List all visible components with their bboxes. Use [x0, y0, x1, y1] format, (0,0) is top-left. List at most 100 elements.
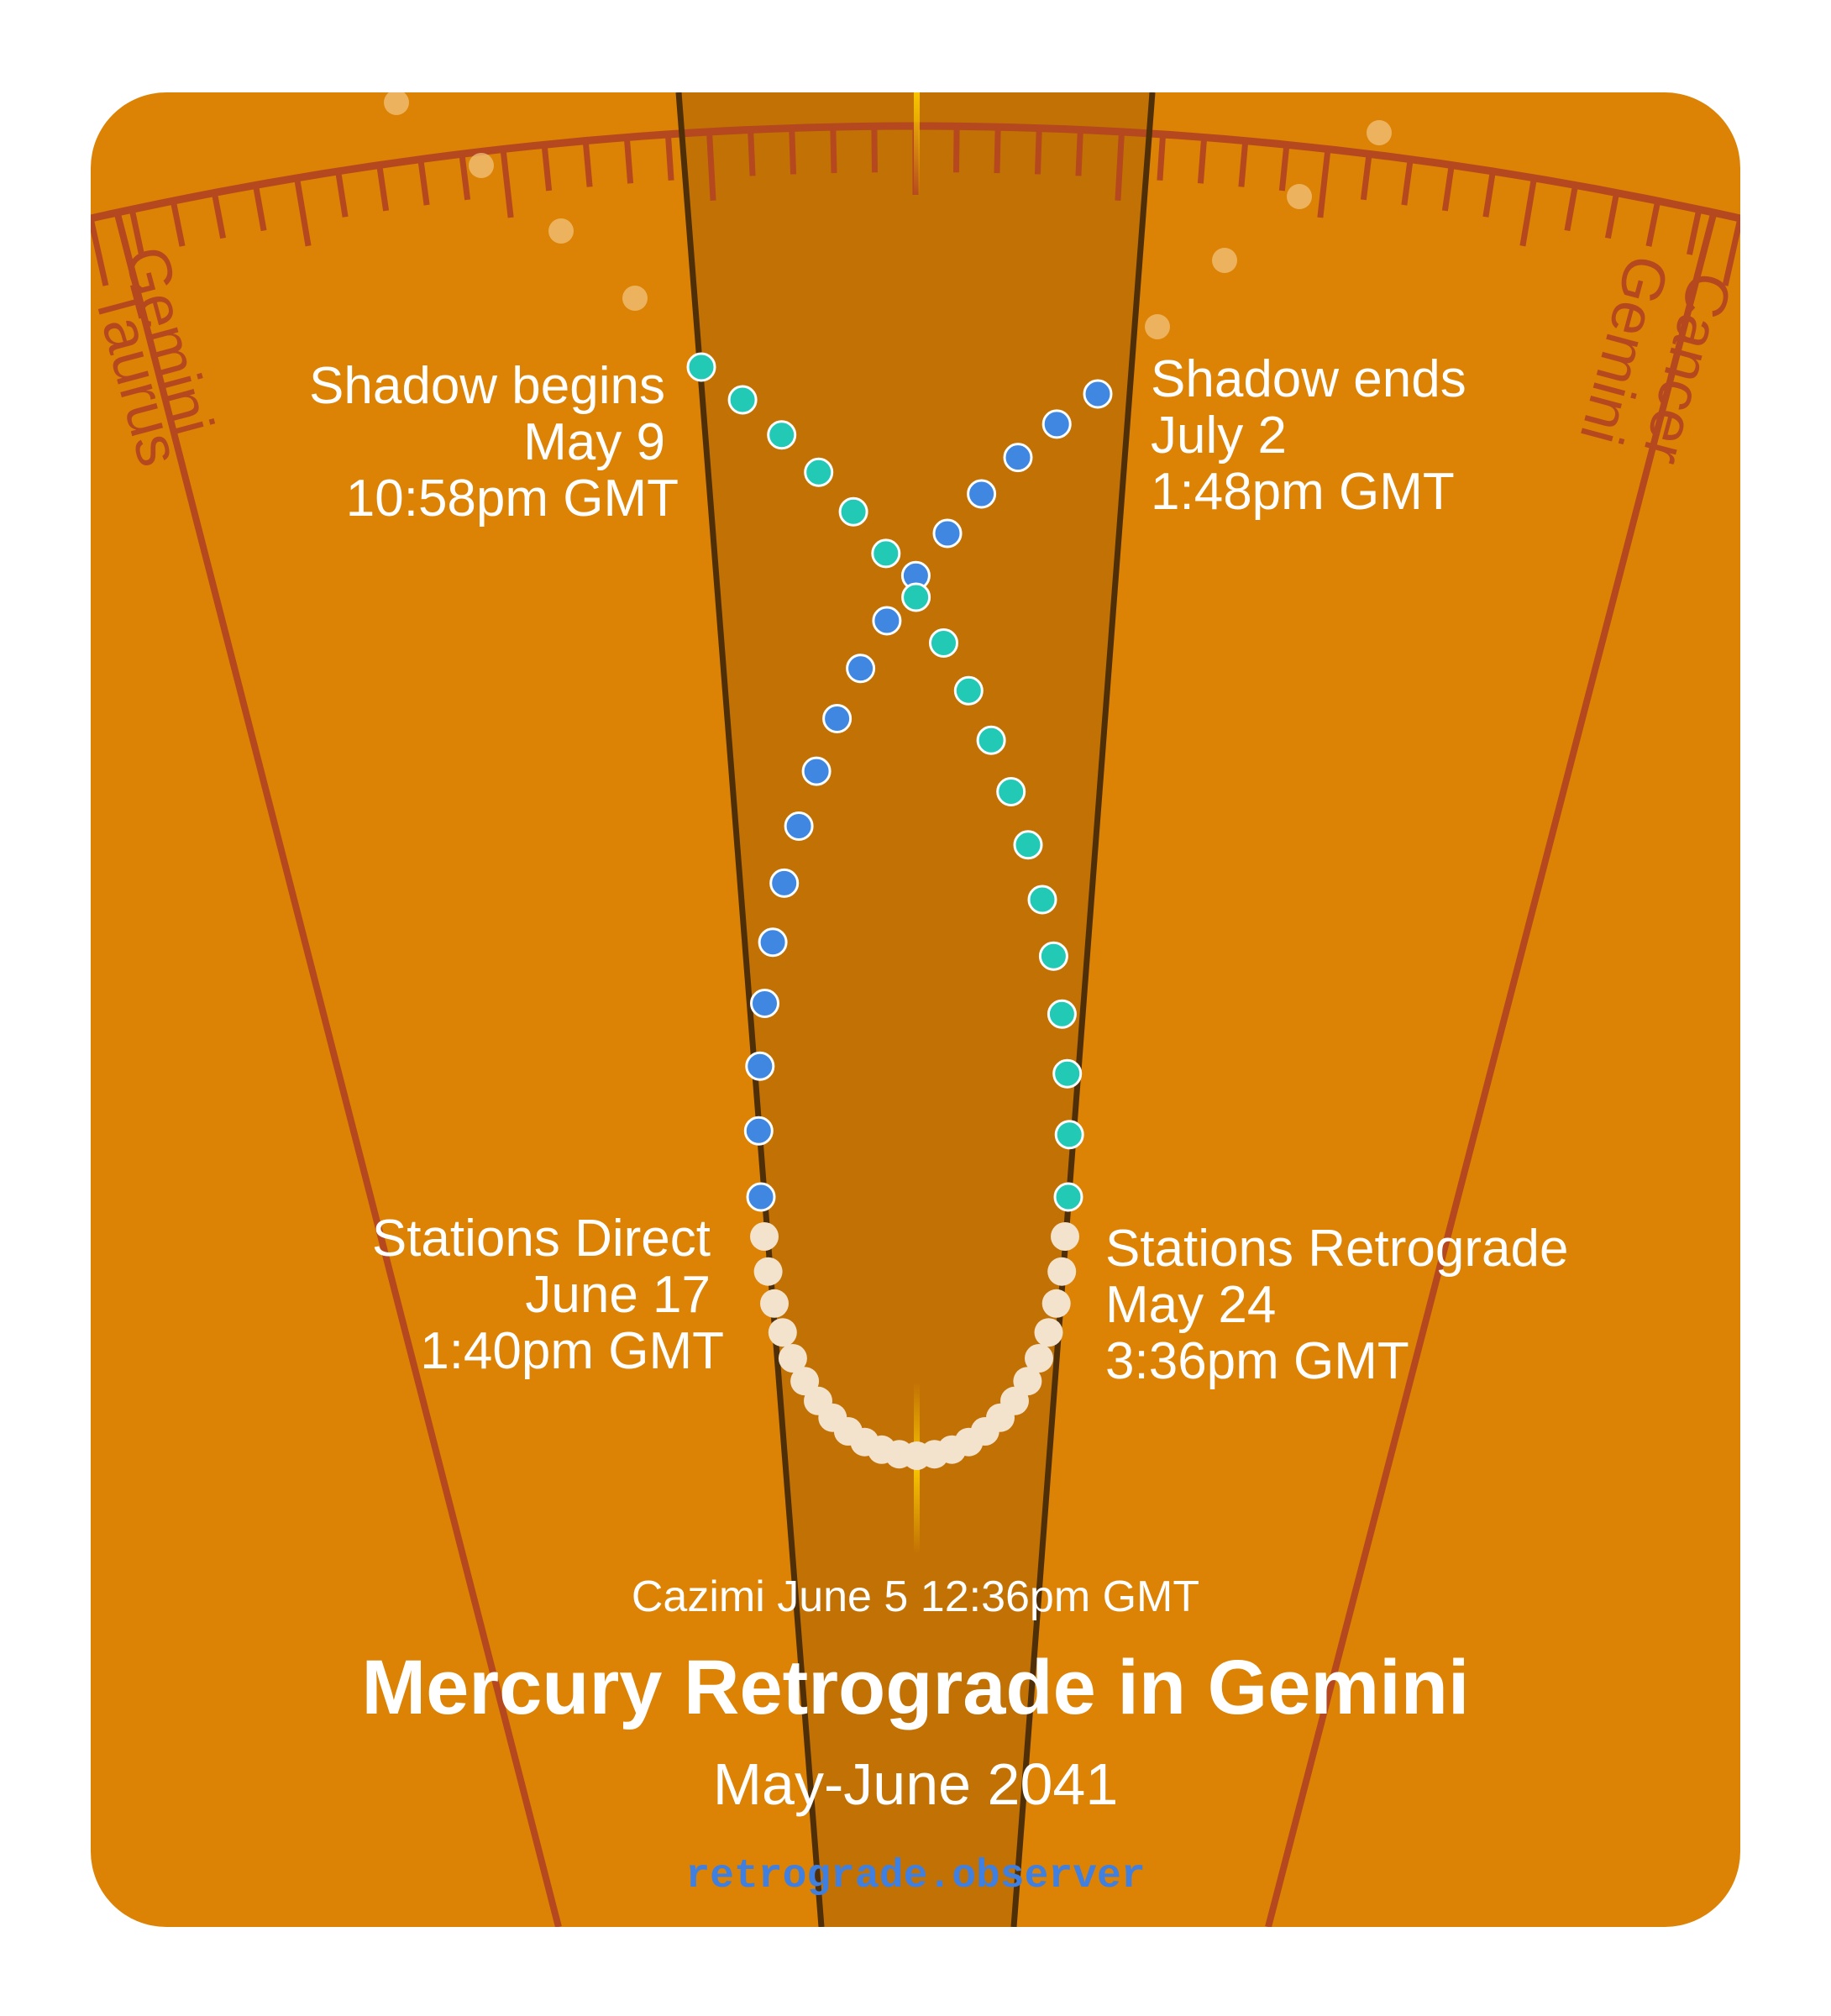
site-link[interactable]: retrograde.observer [685, 1854, 1145, 1899]
retrograde-dot [768, 1318, 797, 1347]
degree-tick [1564, 184, 1579, 232]
post-shadow-dot [1003, 443, 1033, 473]
post-shadow-dot [822, 704, 853, 733]
cazimi-label: Cazimi June 5 12:36pm GMT [632, 1572, 1199, 1621]
pre-shadow-dot [1013, 830, 1043, 860]
pre-shadow-dot [727, 385, 758, 415]
post-shadow-dot [1041, 409, 1072, 439]
pre-shadow-dot [1038, 941, 1068, 971]
degree-tick [789, 128, 797, 175]
page-title: Mercury Retrograde in Gemini [362, 1645, 1470, 1730]
degree-tick [664, 134, 674, 181]
degree-tick [91, 218, 109, 286]
post-shadow-dot [967, 479, 997, 509]
pre-shadow-dot [1027, 885, 1057, 915]
degree-tick [294, 177, 312, 247]
degree-tick [129, 208, 144, 255]
shadow-band [679, 92, 1152, 1927]
shadow-band-edge-left [675, 92, 825, 1927]
degree-tick [170, 200, 186, 247]
degree-tick [500, 149, 514, 218]
degree-tick [252, 184, 267, 232]
label-shadow-begins: Shadow begins May 9 10:58pm GMT [309, 357, 679, 528]
post-shadow-dot [743, 1116, 774, 1146]
star [1145, 314, 1170, 339]
shadow-ends-time: 1:48pm GMT [1151, 463, 1455, 521]
degree-tick [706, 131, 716, 201]
pre-shadow-dot [804, 457, 834, 487]
post-shadow-dot [745, 1051, 775, 1081]
degree-tick [376, 164, 390, 212]
post-shadow-dot [932, 518, 963, 549]
post-shadow-dot [801, 756, 832, 786]
post-shadow-dot [769, 868, 800, 898]
retrograde-dot [760, 1289, 789, 1318]
stations-retrograde-time: 3:36pm GMT [1105, 1332, 1409, 1390]
degree-tick [952, 126, 960, 173]
degree-tick [1157, 134, 1167, 181]
retrograde-dot [753, 1257, 783, 1286]
degree-tick [871, 126, 879, 173]
degree-tick [1238, 140, 1249, 187]
sign-boundary-right [1265, 213, 1717, 1927]
post-shadow-dot [1083, 379, 1113, 409]
pre-shadow-dot [976, 725, 1006, 755]
retrograde-dot [778, 1344, 807, 1373]
star [1367, 120, 1392, 145]
degree-tick [623, 137, 634, 184]
post-shadow-dot [872, 606, 902, 636]
degree-tick [1722, 218, 1740, 286]
star [548, 218, 574, 244]
page-subtitle: May-June 2041 [713, 1751, 1119, 1817]
shadow-begins-date: May 9 [523, 413, 665, 471]
retrograde-dot [1034, 1318, 1063, 1347]
shadow-ends-title: Shadow ends [1151, 350, 1466, 408]
mercury-path [686, 352, 1113, 1470]
pre-shadow-dot [871, 538, 901, 569]
degree-tick [417, 159, 430, 206]
degree-tick [582, 140, 593, 187]
degree-tick [211, 192, 227, 239]
pre-shadow-dot [1047, 999, 1077, 1029]
degree-tick [335, 171, 349, 218]
pre-shadow-dot [686, 352, 716, 382]
shadow-begins-time: 10:58pm GMT [346, 470, 679, 528]
stations-direct-time: 1:40pm GMT [420, 1322, 724, 1380]
stations-direct-title: Stations Direct [372, 1210, 711, 1268]
stations-direct-date: June 17 [525, 1266, 711, 1324]
retrograde-dot [1047, 1257, 1077, 1286]
post-shadow-dot [750, 989, 779, 1018]
star [622, 286, 648, 311]
degree-tick [1360, 153, 1372, 201]
degree-tick [830, 127, 837, 174]
pre-shadow-dot [767, 420, 797, 450]
degree-tick [1075, 129, 1083, 176]
pre-shadow-dot [1054, 1120, 1084, 1150]
star [1287, 184, 1312, 209]
degree-tick [1278, 144, 1290, 192]
degree-tick [1687, 208, 1702, 255]
degree-tick [459, 153, 471, 201]
retrograde-dot [1041, 1289, 1071, 1318]
shadow-begins-title: Shadow begins [309, 357, 665, 415]
label-stations-direct: Stations Direct June 17 1:40pm GMT [372, 1210, 724, 1380]
degree-tick [541, 144, 553, 192]
degree-tick [1519, 177, 1537, 247]
shadow-ends-date: July 2 [1151, 407, 1287, 465]
degree-tick [1645, 200, 1661, 247]
label-shadow-ends: Shadow ends July 2 1:48pm GMT [1151, 350, 1466, 521]
star [384, 92, 409, 115]
label-stations-retrograde: Stations Retrograde May 24 3:36pm GMT [1105, 1220, 1568, 1390]
post-shadow-dot [784, 811, 814, 841]
degree-tick [1441, 164, 1455, 212]
degree-tick [748, 129, 756, 176]
retrograde-dot [1025, 1344, 1053, 1373]
degree-tick [994, 127, 1001, 174]
degree-tick [1034, 128, 1042, 175]
degree-tick [1482, 171, 1496, 218]
stations-retrograde-date: May 24 [1105, 1276, 1276, 1334]
degree-tick [1115, 131, 1125, 201]
pre-shadow-dot [1052, 1058, 1083, 1089]
star [469, 153, 494, 178]
